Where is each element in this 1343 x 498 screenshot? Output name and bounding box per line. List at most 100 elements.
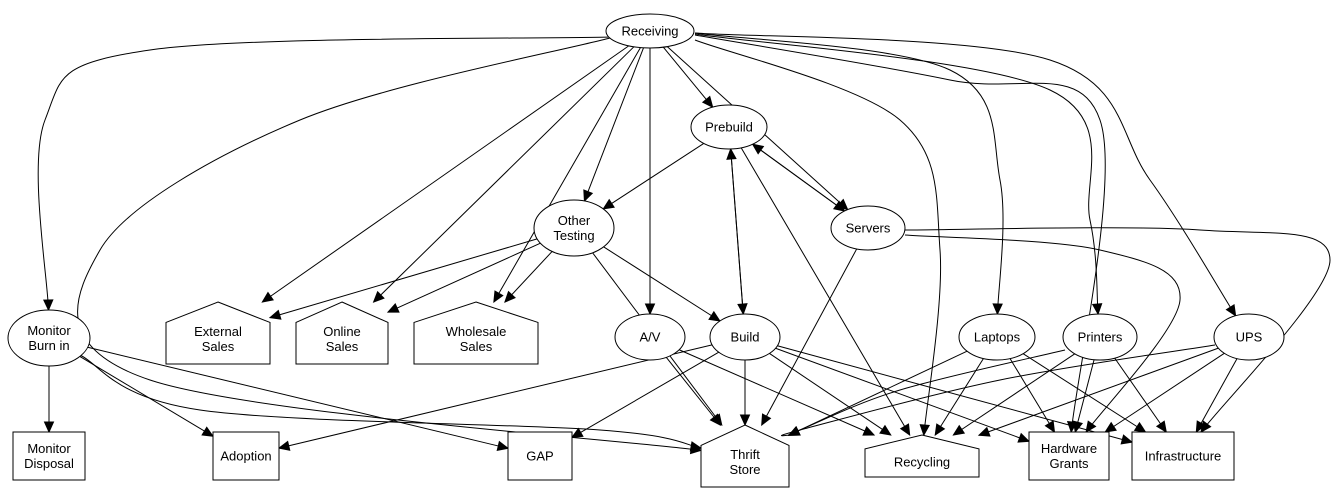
node-shape-box <box>1131 431 1235 481</box>
node-label: Sales <box>326 339 359 354</box>
node-shape-ellipse <box>958 313 1036 361</box>
edge-build-to-recycling-arrowhead <box>879 424 892 436</box>
edge-servers-to-prebuild-line <box>752 143 845 212</box>
node-shape-box <box>1028 431 1110 481</box>
edge-printers-to-recycling <box>952 353 1076 436</box>
node-label: Disposal <box>24 456 74 471</box>
node-gap[interactable]: GAP <box>507 431 573 481</box>
node-shape-house <box>413 301 539 365</box>
edge-receiving-to-other-testing <box>583 47 644 203</box>
node-recycling[interactable]: Recycling <box>864 434 980 478</box>
node-label: Testing <box>553 228 594 243</box>
edge-prebuild-to-build <box>730 148 748 316</box>
edge-monitor-burn-in-to-gap-arrowhead <box>496 440 510 451</box>
edge-av-to-thrift-store-line <box>665 357 721 426</box>
edge-av-to-recycling-line <box>678 349 875 436</box>
edge-servers-to-prebuild <box>751 143 845 212</box>
node-receiving[interactable]: Receiving <box>605 13 695 49</box>
edge-servers-to-hardware-grants <box>904 234 1181 433</box>
node-shape-ellipse <box>614 313 686 361</box>
edge-receiving-to-printers-arrowhead <box>1091 303 1103 316</box>
edge-printers-to-infrastructure-arrowhead <box>1155 420 1167 433</box>
edge-ups-to-infrastructure-line <box>1195 358 1238 433</box>
node-label: Receiving <box>621 24 678 39</box>
edge-monitor-burn-in-to-adoption-line <box>79 356 214 437</box>
edge-build-to-thrift-store-arrowhead <box>739 414 751 427</box>
node-laptops[interactable]: Laptops <box>958 313 1036 361</box>
node-label: Wholesale <box>446 324 507 339</box>
edge-receiving-to-external-sales-line <box>262 45 630 303</box>
edge-build-to-infrastructure-arrowhead <box>1120 434 1134 445</box>
node-build[interactable]: Build <box>709 313 781 361</box>
edge-receiving-to-thrift-store <box>77 37 703 455</box>
edge-servers-to-prebuild-arrowhead <box>751 143 765 155</box>
edge-receiving-to-wholesale-sales-arrowhead <box>493 290 504 304</box>
edge-other-testing-to-build-line <box>603 246 721 322</box>
edge-laptops-to-hardware-grants-line <box>1009 358 1055 433</box>
node-label: Online <box>323 324 361 339</box>
edge-receiving-to-external-sales-arrowhead <box>261 291 274 303</box>
edge-receiving-to-recycling-arrowhead <box>919 424 931 437</box>
edge-other-testing-to-external-sales-arrowhead <box>268 309 282 320</box>
edge-printers-to-hardware-grants <box>1072 359 1095 434</box>
edge-servers-to-hardware-grants-arrowhead <box>1085 420 1097 433</box>
node-shape-ellipse <box>7 309 91 367</box>
edge-monitor-burn-in-to-thrift-store-arrowhead <box>689 441 703 452</box>
edge-build-to-adoption-line <box>278 344 713 449</box>
edge-receiving-to-recycling-line <box>694 39 942 436</box>
node-prebuild[interactable]: Prebuild <box>690 104 768 150</box>
edge-receiving-to-recycling <box>694 39 942 437</box>
edge-prebuild-to-other-testing <box>602 143 705 210</box>
edge-av-to-thrift-store <box>665 357 722 426</box>
node-shape-ellipse <box>1062 313 1138 361</box>
node-shape-ellipse <box>605 13 695 49</box>
node-shape-house <box>700 424 790 488</box>
node-shape-ellipse <box>709 313 781 361</box>
node-shape-ellipse <box>830 205 906 251</box>
node-label: GAP <box>526 449 553 464</box>
edge-ups-to-recycling-line <box>978 347 1219 436</box>
edge-receiving-to-monitor-burn-in-arrowhead <box>43 299 54 312</box>
edge-ups-to-recycling-arrowhead <box>977 426 991 437</box>
node-shape-house <box>295 301 389 365</box>
edge-monitor-burn-in-to-adoption <box>79 356 215 437</box>
node-label: Hardware <box>1041 441 1097 456</box>
node-label: Servers <box>846 221 891 236</box>
edge-ups-to-thrift-store <box>781 344 1216 437</box>
edge-receiving-to-wholesale-sales-line <box>493 47 641 303</box>
edge-laptops-to-infrastructure-arrowhead <box>1133 421 1147 433</box>
edge-prebuild-to-other-testing-arrowhead <box>602 198 615 210</box>
edge-other-testing-to-online-sales-line <box>387 242 541 313</box>
edge-servers-to-thrift-store <box>761 248 858 427</box>
node-servers[interactable]: Servers <box>830 205 906 251</box>
edge-other-testing-to-build <box>603 246 721 322</box>
node-printers[interactable]: Printers <box>1062 313 1138 361</box>
edge-other-testing-to-build-arrowhead <box>708 310 721 322</box>
node-label: UPS <box>1236 330 1263 345</box>
edge-printers-to-hardware-grants-line <box>1074 359 1095 433</box>
edge-laptops-to-recycling-arrowhead <box>934 423 946 437</box>
node-ups[interactable]: UPS <box>1213 313 1285 361</box>
edges-layer <box>37 32 1331 455</box>
node-label: Recycling <box>894 455 950 470</box>
node-label: Prebuild <box>705 120 753 135</box>
edge-receiving-to-other-testing-line <box>583 47 644 202</box>
node-adoption[interactable]: Adoption <box>212 431 280 481</box>
node-infrastructure[interactable]: Infrastructure <box>1131 431 1235 481</box>
edge-servers-to-hardware-grants-line <box>904 234 1181 433</box>
edge-monitor-burn-in-to-monitor-disposal <box>43 366 55 434</box>
node-av[interactable]: A/V <box>614 313 686 361</box>
edge-printers-to-infrastructure-line <box>1114 357 1167 433</box>
edge-prebuild-to-recycling <box>740 147 911 437</box>
node-label: Printers <box>1078 330 1123 345</box>
edge-receiving-to-online-sales-line <box>373 46 635 303</box>
